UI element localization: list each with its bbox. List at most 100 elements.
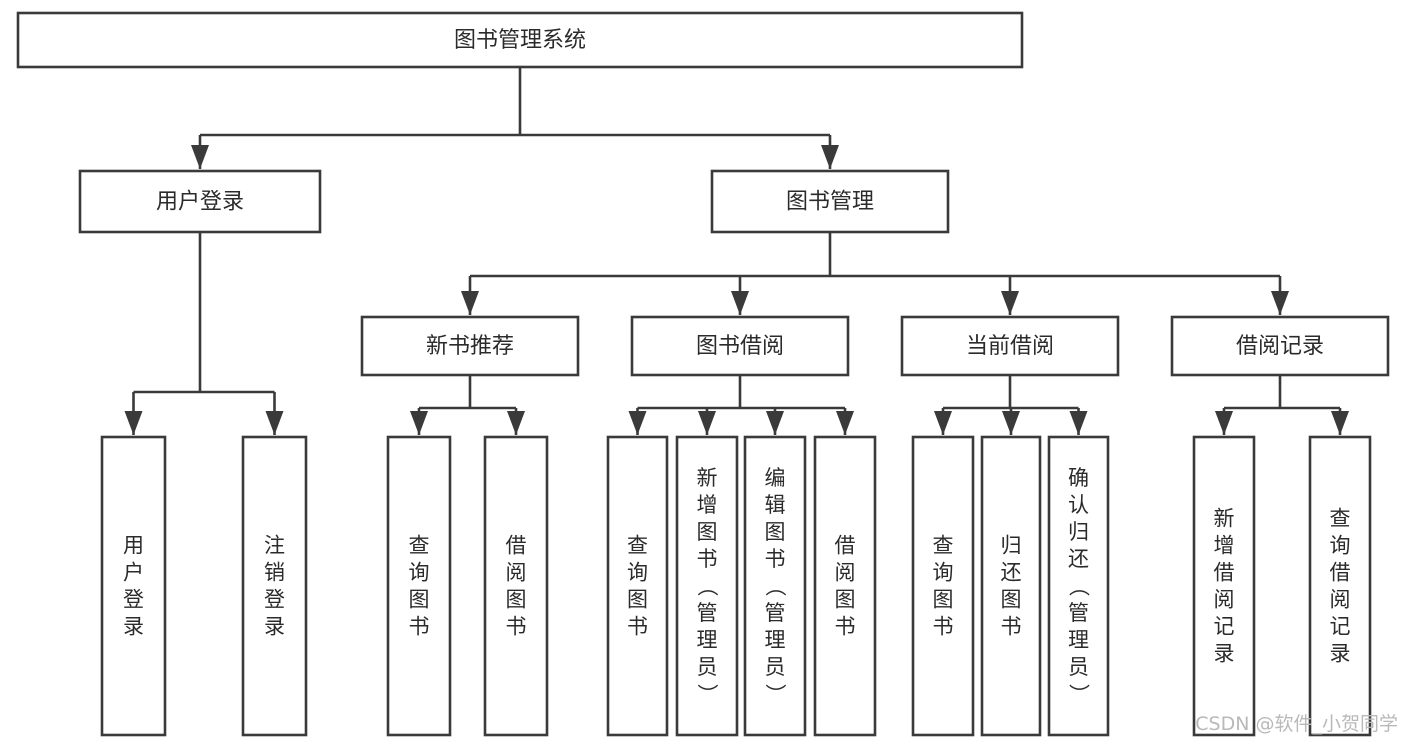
svg-text:户: 户: [123, 561, 144, 585]
svg-text:图: 图: [697, 520, 718, 544]
node-新书推荐[interactable]: 新书推荐: [360, 315, 580, 377]
node-label: 图书借阅: [696, 334, 784, 359]
arrow-head-icon: [628, 411, 647, 435]
svg-text:图: 图: [409, 588, 430, 612]
node-box[interactable]: [980, 435, 1042, 737]
svg-text:记: 记: [1330, 615, 1351, 639]
svg-text:）: ）: [763, 684, 787, 705]
node-box[interactable]: [1192, 435, 1256, 737]
node-box[interactable]: [900, 315, 1120, 377]
node-box[interactable]: [630, 315, 850, 377]
node-图书管理[interactable]: 图书管理: [710, 169, 950, 234]
svg-text:销: 销: [264, 561, 285, 585]
svg-text:询: 询: [1330, 534, 1351, 558]
svg-text:书: 书: [765, 547, 786, 571]
svg-text:阅: 阅: [1214, 588, 1235, 612]
node-box[interactable]: [813, 435, 877, 737]
arrow-head-icon: [836, 411, 854, 435]
node-box[interactable]: [100, 435, 167, 737]
svg-text:管: 管: [697, 601, 718, 625]
svg-text:（: （: [695, 576, 719, 597]
node-label: 图书管理: [786, 190, 874, 215]
arrow-head-icon: [1331, 411, 1349, 435]
svg-text:还: 还: [1068, 547, 1089, 571]
svg-text:）: ）: [695, 684, 719, 705]
node-box[interactable]: [1170, 315, 1390, 377]
node-box[interactable]: [606, 435, 669, 737]
node-label: 用户登录: [156, 190, 244, 215]
arrow-head-icon: [1002, 411, 1020, 435]
node-box[interactable]: [675, 435, 739, 737]
svg-text:理: 理: [765, 628, 786, 652]
svg-text:书: 书: [1001, 615, 1022, 639]
connector-layer: [124, 67, 1349, 435]
svg-text:理: 理: [697, 628, 718, 652]
svg-text:图: 图: [765, 520, 786, 544]
svg-text:图: 图: [933, 588, 954, 612]
svg-text:查: 查: [409, 534, 430, 558]
arrow-head-icon: [934, 411, 952, 435]
svg-text:增: 增: [697, 493, 718, 517]
node-box[interactable]: [743, 435, 807, 737]
arrow-head-icon: [1271, 291, 1289, 315]
svg-text:录: 录: [1214, 642, 1235, 666]
svg-text:查: 查: [627, 534, 648, 558]
svg-text:查: 查: [1330, 507, 1351, 531]
node-box[interactable]: [710, 169, 950, 234]
arrow-head-icon: [698, 411, 716, 435]
svg-text:图: 图: [627, 588, 648, 612]
node-label: 当前借阅: [966, 334, 1054, 359]
node-图书借阅[interactable]: 图书借阅: [630, 315, 850, 377]
node-label: 图书管理系统: [454, 28, 586, 53]
node-box[interactable]: [911, 435, 975, 737]
arrow-head-icon: [124, 411, 143, 435]
node-box[interactable]: [386, 435, 452, 737]
svg-text:图: 图: [1001, 588, 1022, 612]
svg-text:登: 登: [264, 588, 285, 612]
node-box[interactable]: [78, 169, 322, 234]
arrow-head-icon: [507, 411, 525, 435]
node-box[interactable]: [483, 435, 549, 737]
node-label: 用户登录: [123, 534, 144, 639]
svg-text:图: 图: [835, 588, 856, 612]
svg-text:归: 归: [1068, 520, 1089, 544]
svg-text:确: 确: [1068, 466, 1089, 490]
svg-text:员: 员: [765, 655, 786, 679]
arrow-head-icon: [1215, 411, 1233, 435]
svg-text:借: 借: [1330, 561, 1351, 585]
node-box[interactable]: [16, 11, 1024, 69]
arrow-head-icon: [766, 411, 784, 435]
node-box[interactable]: [241, 435, 308, 737]
svg-text:图: 图: [506, 588, 527, 612]
svg-text:用: 用: [123, 534, 144, 558]
arrow-head-icon: [461, 291, 479, 315]
node-box[interactable]: [1047, 435, 1110, 737]
node-用户登录[interactable]: 用户登录: [100, 435, 167, 737]
svg-text:借: 借: [506, 534, 527, 558]
svg-text:查: 查: [933, 534, 954, 558]
node-box[interactable]: [1308, 435, 1372, 737]
node-借阅记录[interactable]: 借阅记录: [1170, 315, 1390, 377]
node-box[interactable]: [360, 315, 580, 377]
node-用户登录[interactable]: 用户登录: [78, 169, 322, 234]
arrow-head-icon: [1001, 291, 1019, 315]
node-当前借阅[interactable]: 当前借阅: [900, 315, 1120, 377]
node-图书管理系统[interactable]: 图书管理系统: [16, 11, 1024, 69]
